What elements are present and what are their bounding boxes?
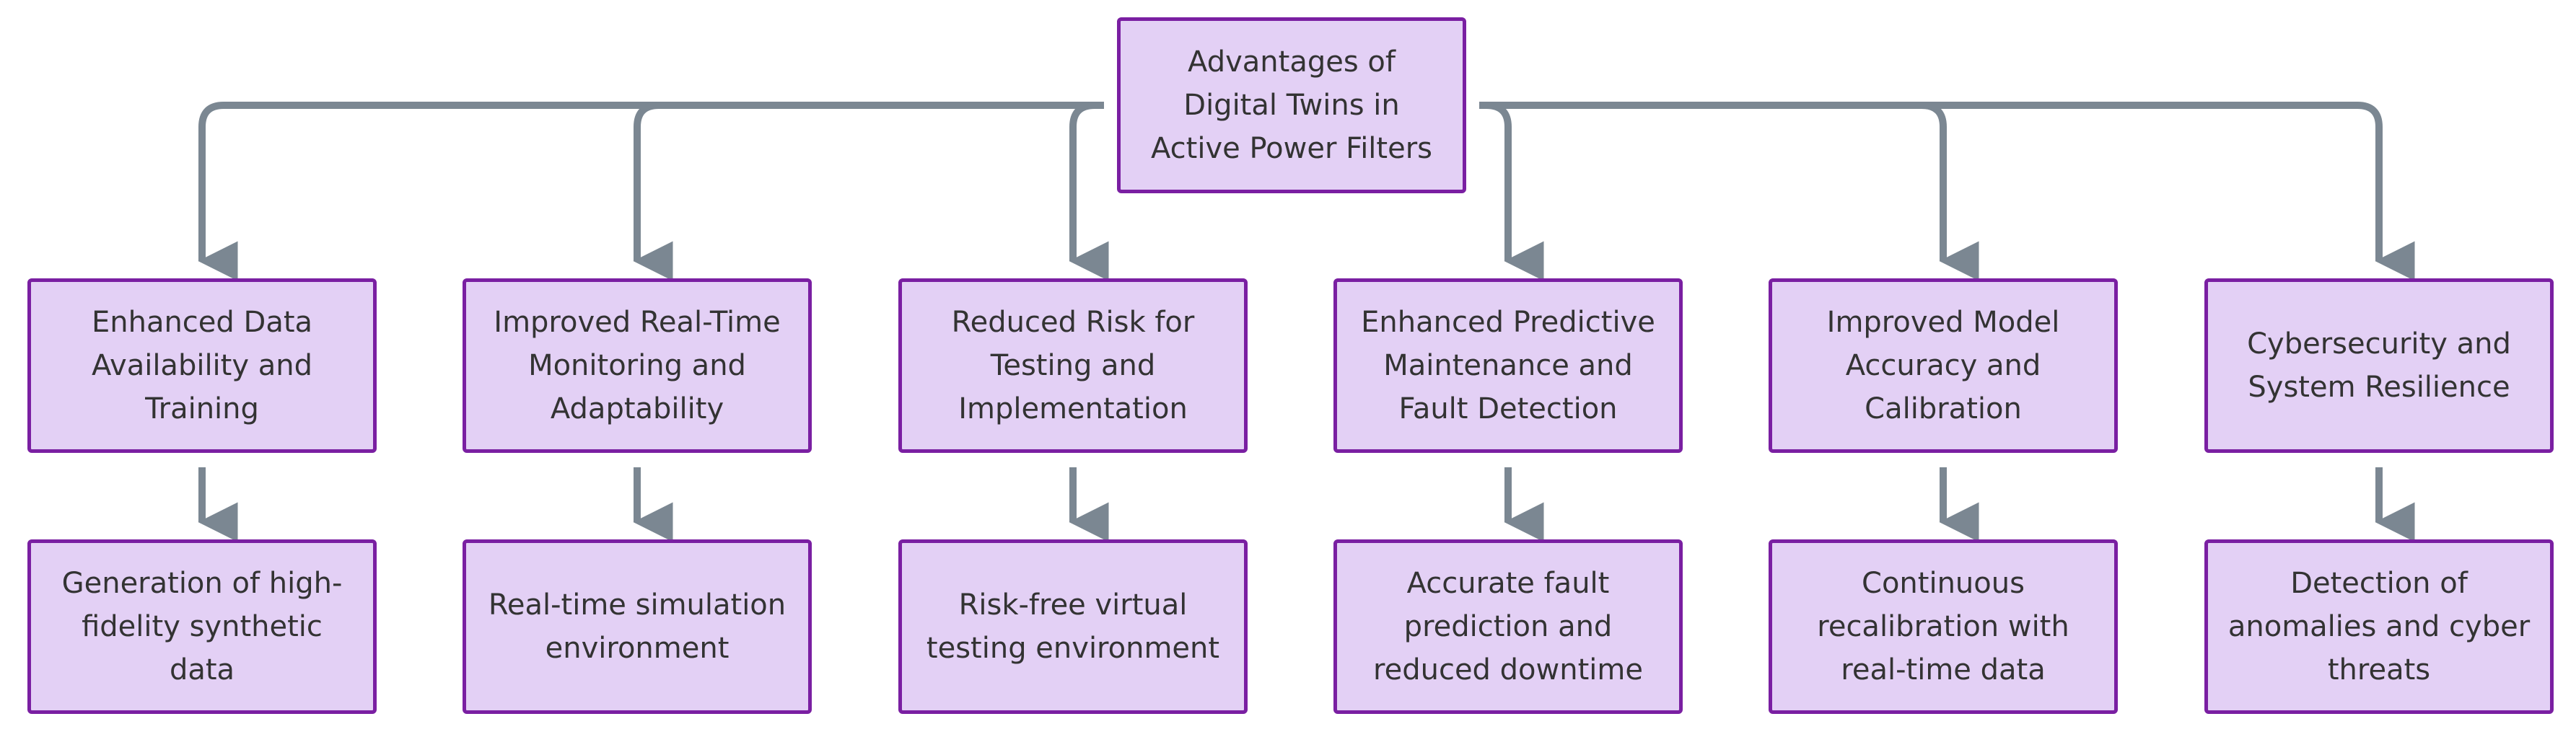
root-label: Advantages of Digital Twins in Active Po… [1151,45,1432,165]
detail-node-simulation-environment: Real-time simulation environment [463,539,812,714]
detail-label-synthetic-data: Generation of high-fidelity synthetic da… [61,567,343,687]
branch-node-cybersecurity: Cybersecurity and System Resilience [2204,278,2554,453]
edge-root-to-data-availability [198,102,1104,281]
edge-root-to-reduced-risk [1069,102,1109,281]
branch-label-predictive-maintenance: Enhanced Predictive Maintenance and Faul… [1361,306,1655,425]
branch-node-real-time-monitoring: Improved Real-Time Monitoring and Adapta… [463,278,812,453]
detail-node-fault-prediction: Accurate fault prediction and reduced do… [1333,539,1683,714]
detail-node-virtual-testing: Risk-free virtual testing environment [898,539,1248,714]
branch-label-data-availability: Enhanced Data Availability and Training [91,306,313,425]
detail-label-recalibration: Continuous recalibration with real-time … [1817,567,2069,687]
edge-root-to-model-accuracy [1479,102,1979,281]
detail-label-anomaly-detection: Detection of anomalies and cyber threats [2227,567,2531,687]
edge-root-to-predictive-maintenance [1479,102,1544,281]
edge-root-to-cybersecurity [1479,102,2415,281]
branch-node-data-availability: Enhanced Data Availability and Training [27,278,377,453]
branch-node-reduced-risk: Reduced Risk for Testing and Implementat… [898,278,1248,453]
detail-label-virtual-testing: Risk-free virtual testing environment [926,588,1220,665]
branch-label-model-accuracy: Improved Model Accuracy and Calibration [1826,306,2060,425]
branch-label-reduced-risk: Reduced Risk for Testing and Implementat… [951,306,1195,425]
detail-label-fault-prediction: Accurate fault prediction and reduced do… [1373,567,1643,687]
detail-node-anomaly-detection: Detection of anomalies and cyber threats [2204,539,2554,714]
edge-root-to-real-time-monitoring [633,102,1104,281]
branch-node-model-accuracy: Improved Model Accuracy and Calibration [1769,278,2118,453]
detail-node-synthetic-data: Generation of high-fidelity synthetic da… [27,539,377,714]
branch-label-cybersecurity: Cybersecurity and System Resilience [2247,327,2511,404]
detail-label-simulation-environment: Real-time simulation environment [488,588,787,665]
root-node: Advantages of Digital Twins in Active Po… [1117,17,1466,193]
branch-label-real-time-monitoring: Improved Real-Time Monitoring and Adapta… [494,306,781,425]
detail-node-recalibration: Continuous recalibration with real-time … [1769,539,2118,714]
branch-node-predictive-maintenance: Enhanced Predictive Maintenance and Faul… [1333,278,1683,453]
